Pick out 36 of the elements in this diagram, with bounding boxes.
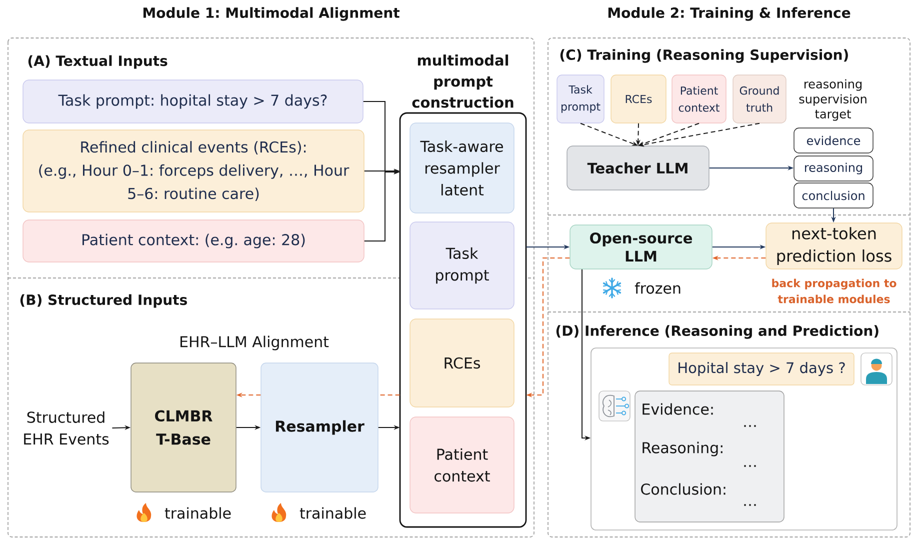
context-box: Patient context <box>410 416 514 514</box>
panel-heading: (C) Training (Reasoning Supervision) <box>560 49 848 63</box>
caption-text: EHR–LLM Alignment <box>180 336 329 350</box>
events-box: RCEs <box>410 318 514 408</box>
context-box: Patient context <box>672 74 726 124</box>
module-heading: Module 2: Training & Inference <box>608 7 850 21</box>
status-label: trainable <box>300 507 366 519</box>
model-box: Open-source LLM <box>570 224 712 270</box>
target-box: conclusion <box>794 182 874 208</box>
response-box: Evidence: … Reasoning: … Conclusion: … <box>634 390 784 522</box>
prompt-box: Task prompt <box>410 222 514 310</box>
events-box: Refined clinical events (RCEs): (e.g., Hour 0–1: forceps delivery, …, Hour 5–6: routine care) <box>22 130 364 212</box>
module-heading: Module 1: Multimodal Alignment <box>143 7 400 21</box>
question-bubble: Hopital stay > 7 days ? <box>668 352 854 386</box>
panel-heading: (D) Inference (Reasoning and Prediction) <box>556 325 878 339</box>
caption-text: reasoning supervision target <box>799 79 866 121</box>
panel-heading: (B) Structured Inputs <box>20 294 187 308</box>
ground-truth-box: Ground truth <box>732 74 786 124</box>
status-label: trainable <box>164 507 231 519</box>
context-box: Patient context: (e.g. age: 28) <box>22 220 364 262</box>
column-heading: multimodal prompt construction <box>412 54 514 108</box>
events-box: RCEs <box>610 74 666 124</box>
panel-heading: (A) Textual Inputs <box>28 55 168 69</box>
status-label: frozen <box>634 282 680 294</box>
prompt-box: Task prompt <box>556 74 604 124</box>
input-label: Structured EHR Events <box>24 411 109 445</box>
target-box: evidence <box>794 128 874 154</box>
target-box: reasoning <box>794 156 874 182</box>
note-text: back propagation to trainable modules <box>772 278 896 304</box>
latent-box: Task-aware resampler latent <box>410 122 514 214</box>
model-box: Teacher LLM <box>566 146 710 190</box>
loss-box: next-token prediction loss <box>766 222 902 270</box>
resampler-box: Resampler <box>260 362 378 492</box>
dashed-line <box>378 394 400 396</box>
prompt-box: Task prompt: hopital stay > 7 days? <box>22 80 364 124</box>
encoder-box: CLMBR T-Base <box>130 362 236 492</box>
